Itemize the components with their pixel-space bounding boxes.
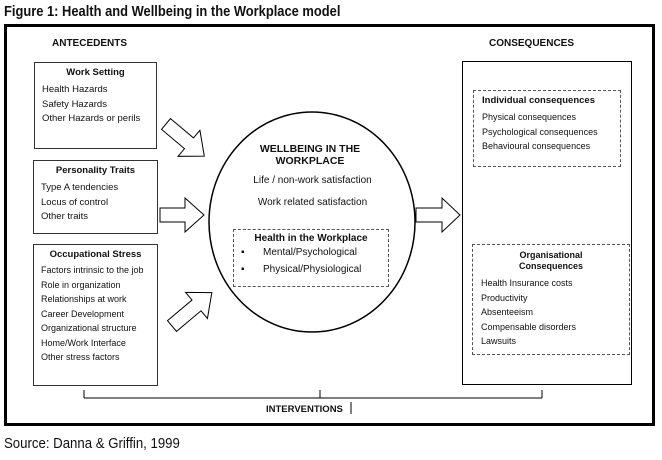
list-item: Lawsuits bbox=[481, 336, 517, 346]
list-item: Other stress factors bbox=[41, 352, 120, 362]
organisational-heading: Organisational Consequences bbox=[518, 250, 584, 271]
arrow-to-consequences bbox=[415, 196, 461, 234]
list-item: Absenteeism bbox=[481, 307, 534, 317]
antecedents-label: ANTECEDENTS bbox=[52, 38, 128, 49]
list-item: Career Development bbox=[41, 308, 125, 319]
list-item: Locus of control bbox=[41, 196, 109, 208]
arrow-work-setting bbox=[160, 117, 205, 157]
list-item: Compensable disorders bbox=[481, 321, 577, 332]
list-item: Psychological consequences bbox=[482, 126, 598, 137]
health-box: Health in the Workplace ▪Mental/Psycholo… bbox=[233, 229, 389, 287]
individual-box: Individual consequences Physical consequ… bbox=[473, 90, 621, 167]
list-item: Mental/Psychological bbox=[263, 247, 357, 258]
arrow-occupational bbox=[166, 291, 213, 333]
list-item: Physical/Physiological bbox=[263, 264, 362, 275]
life-satisfaction: Life / non-work satisfaction bbox=[253, 175, 372, 186]
personality-heading: Personality Traits bbox=[55, 165, 136, 176]
list-item: Other Hazards or perils bbox=[42, 113, 141, 124]
individual-heading: Individual consequences bbox=[482, 95, 595, 106]
interventions-label: INTERVENTIONS bbox=[266, 404, 343, 415]
occupational-box: Occupational Stress Factors intrinsic to… bbox=[33, 244, 158, 386]
wellbeing-ellipse bbox=[208, 111, 416, 333]
diagram-frame bbox=[4, 24, 655, 426]
arrow-personality bbox=[159, 196, 205, 234]
work-setting-box: Work Setting Health Hazards Safety Hazar… bbox=[34, 62, 157, 149]
list-item: Productivity bbox=[481, 292, 528, 303]
list-item: Safety Hazards bbox=[42, 98, 107, 110]
health-heading: Health in the Workplace bbox=[254, 233, 368, 244]
list-item: Factors intrinsic to the job bbox=[41, 265, 144, 275]
consequences-box bbox=[462, 61, 632, 385]
list-item: Physical consequences bbox=[482, 112, 577, 122]
list-item: Health Hazards bbox=[42, 84, 108, 95]
list-item: Type A tendencies bbox=[41, 182, 119, 193]
wellbeing-heading: WELLBEING IN THE WORKPLACE bbox=[259, 143, 361, 167]
occupational-heading: Occupational Stress bbox=[49, 249, 142, 260]
personality-box: Personality Traits Type A tendencies Loc… bbox=[33, 160, 158, 234]
consequences-label: CONSEQUENCES bbox=[489, 38, 575, 49]
figure-title: Figure 1: Health and Wellbeing in the Wo… bbox=[4, 3, 341, 20]
list-item: Relationships at work bbox=[41, 294, 127, 304]
list-item: Home/Work Interface bbox=[41, 337, 126, 348]
list-item: Other traits bbox=[41, 211, 88, 222]
organisational-box: Organisational Consequences Health Insur… bbox=[472, 244, 630, 355]
list-item: Health Insurance costs bbox=[481, 278, 573, 288]
work-satisfaction: Work related satisfaction bbox=[257, 197, 368, 208]
list-item: Behavioural consequences bbox=[482, 141, 591, 151]
work-setting-heading: Work Setting bbox=[66, 67, 125, 78]
list-item: Role in organization bbox=[41, 279, 121, 290]
interventions-bracket bbox=[83, 390, 543, 414]
list-item: Organizational structure bbox=[41, 323, 137, 333]
source-caption: Source: Danna & Griffin, 1999 bbox=[4, 435, 180, 452]
